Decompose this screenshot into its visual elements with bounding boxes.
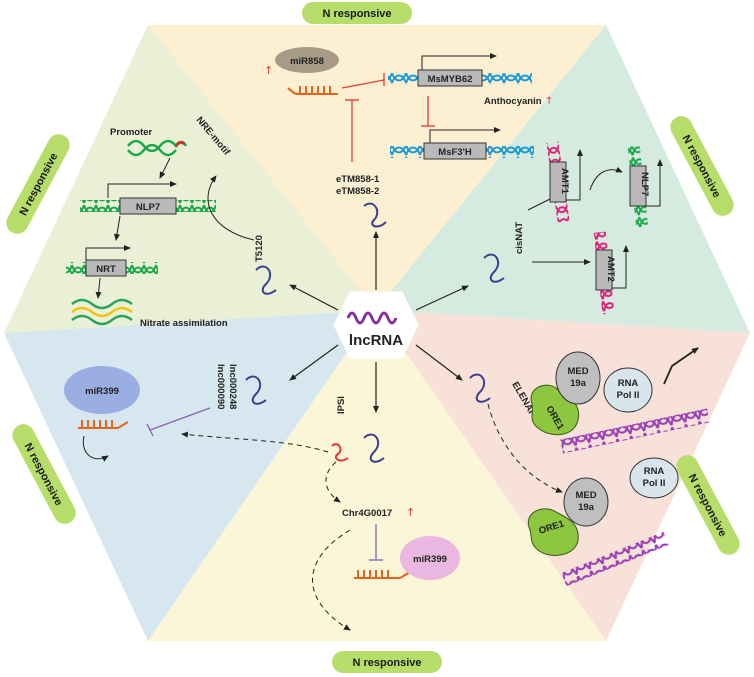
msf3h-label: MsF3'H: [438, 147, 472, 158]
rnapol-top-label: Pol II: [617, 390, 640, 401]
nlp7-label: NLP7: [136, 202, 160, 213]
etm858-1-label: eTM858-1: [336, 174, 380, 185]
purple-dna-top: [560, 408, 710, 454]
rna-top-label: RNA: [618, 378, 639, 389]
mir399-bubble-left: [64, 366, 140, 414]
ur-nlp7-gene-box: [629, 165, 647, 207]
nrt-label: NRT: [96, 264, 116, 275]
sector-bottom: [148, 310, 606, 641]
sector-upper-left: [4, 25, 376, 333]
lncrna-wave-icon: [346, 311, 398, 325]
bottom-panel: IPSI Chr4G0017 ↑ miR399: [312, 396, 460, 631]
elenai-squiggle-icon: [469, 373, 491, 403]
amt2-label: AMT2: [605, 256, 616, 282]
med19a-bubble-top: [555, 351, 601, 405]
up-arrow-icon: ↑: [264, 64, 273, 77]
top-panel: miR858 ↑ MsMYB62 MsF3'H: [264, 47, 553, 228]
amt1-label: AMT1: [559, 168, 570, 195]
cisnat-squiggle-icon: [483, 253, 505, 283]
mirna-hairpin-icon: [287, 86, 338, 95]
lncrna-squiggle-icon: [363, 202, 387, 228]
ipsi-squiggle-icon: [331, 443, 349, 462]
transcription-arrow-icon: [663, 347, 699, 385]
mir858-label: miR858: [290, 56, 324, 67]
center-arrows: [289, 231, 469, 413]
mir858-bubble: [275, 47, 339, 73]
tag-right-bottom: N responsive: [676, 455, 740, 555]
rnapol-bubble-top: [603, 367, 653, 413]
mir399-left-label: miR399: [85, 386, 119, 397]
anthocyanin-up-icon: ↑: [545, 96, 553, 107]
upper-left-panel: Promoter NRE-motif NLP7 NRT Nitrate assi…: [66, 115, 277, 329]
svg-text:N responsive: N responsive: [352, 657, 421, 669]
amt2-gene-box: [595, 249, 613, 291]
mir399-bottom-label: miR399: [413, 554, 447, 565]
lower-left-panel: miR399 lnc000248 lnc000090: [64, 364, 329, 462]
nitrate-assimilation-label: Nitrate assimilation: [140, 318, 228, 329]
msmyb62-gene-box: [417, 69, 483, 87]
med-bottom-label: MED: [575, 490, 596, 501]
ipsi-label: IPSI: [336, 396, 347, 414]
ur-nlp7-label: NLP7: [639, 172, 650, 196]
med19a-bottom-label: 19a: [578, 502, 595, 513]
upper-right-panel: cisNAT AMT1 AMT2 NLP7: [483, 141, 663, 315]
tss-arrow-2: [429, 127, 501, 143]
msf3h-gene-box: [423, 142, 487, 160]
lnc000090-label: lnc000090: [215, 364, 226, 409]
inhibition-lines: [341, 73, 435, 162]
amt1-gene-box: [549, 161, 567, 203]
svg-text:N responsive: N responsive: [322, 8, 391, 20]
center-label: lncRNA: [349, 332, 403, 349]
center-node: lncRNA: [333, 291, 419, 359]
rnapol-bottom-label: Pol II: [643, 478, 666, 489]
med19a-bubble-bottom: [563, 477, 609, 527]
nitrate-wave-icon: [71, 298, 133, 326]
t5120-label: T5120: [254, 235, 265, 262]
ore1-blob-bottom: [527, 508, 579, 556]
etm858-2-label: eTM858-2: [336, 186, 379, 197]
med-top-label: MED: [567, 366, 588, 377]
tag-bottom: N responsive: [332, 651, 442, 673]
sector-lower-right: [376, 310, 750, 641]
mirna-hairpin-left-icon: [78, 420, 129, 429]
chr-up-icon: ↑: [406, 506, 415, 519]
promoter-label: Promoter: [110, 127, 153, 138]
msmyb62-label: MsMYB62: [428, 74, 473, 85]
nlp7-gene-box: [119, 197, 177, 215]
rna-bottom-label: RNA: [644, 466, 665, 477]
lower-right-panel: ELENAI ORE1 MED 19a RNA Pol II RNA Pol I…: [469, 347, 710, 587]
nrt-gene-box: [85, 259, 127, 277]
chr4g0017-label: Chr4G0017: [342, 508, 392, 519]
t5120-squiggle-icon: [255, 265, 277, 295]
chr-squiggle-icon: [363, 433, 385, 463]
tag-top: N responsive: [302, 2, 412, 24]
cisnat-label: cisNAT: [514, 222, 525, 254]
purple-dna-bottom: [561, 531, 669, 587]
mir399-bubble-bottom: [400, 536, 460, 580]
sector-top: [148, 25, 606, 310]
anthocyanin-label: Anthocyanin: [484, 96, 542, 107]
lnc000248-label: lnc000248: [227, 364, 238, 409]
tss-arrow-1: [421, 53, 497, 70]
lnc-squiggle-icon: [245, 375, 267, 405]
med19a-top-label: 19a: [570, 378, 587, 389]
rnapol-bubble-bottom: [629, 457, 679, 499]
